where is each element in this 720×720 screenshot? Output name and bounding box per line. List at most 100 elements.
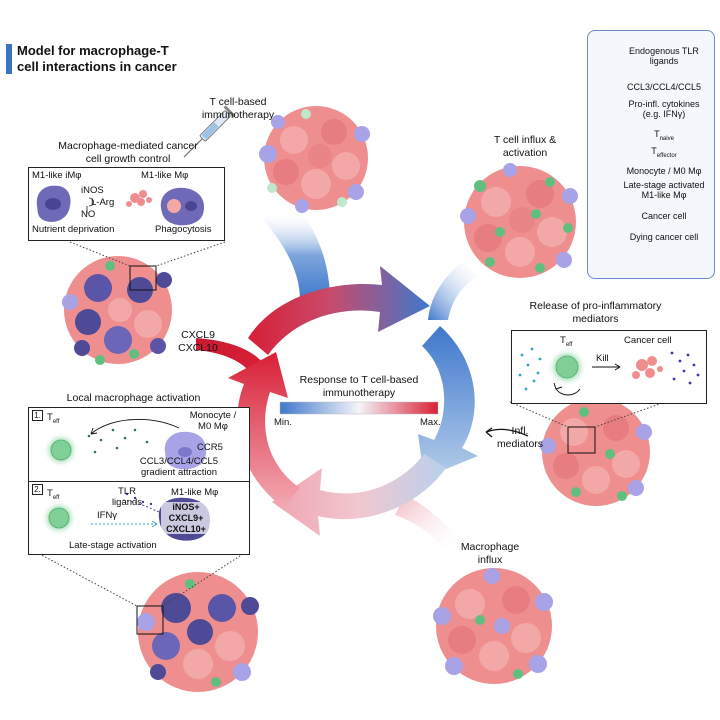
local-marker-cxcl9: CXCL9+: [161, 512, 211, 524]
legend-label-dying: Dying cancer cell: [629, 231, 699, 242]
label-infl-mediators-2: mediators: [496, 437, 544, 450]
local-step2-badge: 2.: [32, 484, 43, 495]
inflow-arrow-macrophage-influx: [395, 495, 460, 550]
release-kill-label: Kill: [596, 353, 609, 364]
local-marker-inos: iNOS+: [161, 502, 211, 513]
local-box-divider: [29, 481, 249, 483]
legend-item-ccl: CCL3/CCL4/CCL5: [590, 76, 712, 98]
zoom-square-growth: [129, 265, 157, 291]
label-cxcl: CXCL9 CXCL10: [176, 329, 220, 354]
local-tlr-label-1: TLR: [118, 486, 136, 497]
growth-control-illustration: [36, 185, 205, 226]
release-illustration: [518, 347, 700, 396]
local-monocyte-label-1: Monocyte /: [189, 410, 237, 421]
label-t-cell-influx-1: T cell influx &: [493, 134, 557, 146]
legend-label-cancer: Cancer cell: [641, 210, 687, 221]
zoom-square-local: [136, 605, 164, 635]
response-max-label: Max.: [420, 417, 441, 428]
local-gradient-label-1: CCL3/CCL4/CCL5: [139, 456, 219, 467]
legend-item-t-effector: Teffector: [590, 142, 712, 164]
response-title-1: Response to T cell-based: [299, 374, 419, 386]
local-step1-badge: 1.: [32, 410, 43, 421]
local-step1-number: 1.: [32, 410, 43, 421]
tumor-release: [540, 398, 652, 506]
response-title: Response to T cell-based immunotherapy: [278, 374, 440, 399]
local-late-label: Late-stage activation: [69, 540, 157, 551]
cycle-arrow-right: [418, 326, 478, 478]
dying-cancer-cell-box-icon: [632, 356, 663, 379]
legend-item-monocyte: Monocyte / M0 Mφ: [590, 160, 712, 182]
legend-label-t-naive-sub: naive: [659, 135, 674, 142]
figure-title: Model for macrophage-T cell interactions…: [17, 43, 177, 76]
local-monocyte-label-2: M0 Mφ: [198, 421, 228, 433]
release-teff-sub: eff: [565, 341, 573, 348]
tumor-local-activation: [137, 572, 259, 692]
label-local-activation: Local macrophage activation: [66, 392, 201, 404]
legend-label-cytokines-2: (e.g. IFNγ): [642, 109, 686, 119]
local-gradient-label-2: gradient attraction: [140, 467, 218, 479]
local-step2-number: 2.: [32, 484, 43, 495]
local-monocyte-label: Monocyte / M0 Mφ: [179, 410, 247, 433]
tumor-macrophage-influx: [433, 568, 553, 684]
legend-label-t-effector-sub: effector: [656, 152, 677, 159]
response-min-label: Min.: [274, 417, 292, 428]
inflow-arrow-cxcl: [196, 338, 262, 372]
label-infl-mediators: Infl. mediators: [490, 425, 550, 450]
chemokine-gradient-dots: [87, 428, 149, 454]
legend-item-cancer: Cancer cell: [590, 205, 712, 227]
label-cxcl10: CXCL10: [178, 341, 218, 354]
growth-m1-right-label: M1-like Mφ: [141, 170, 189, 181]
growth-nutrient-label: Nutrient deprivation: [32, 224, 115, 235]
legend-label-m1-2: M1-like Mφ: [641, 190, 687, 200]
response-title-2: immunotherapy: [322, 386, 396, 399]
local-gradient-label: CCL3/CCL4/CCL5 gradient attraction: [119, 456, 239, 479]
growth-larg-label: L-Arg: [91, 197, 115, 208]
label-macrophage-influx-2: influx: [477, 553, 503, 566]
legend-label-tlr-2: ligands: [649, 56, 679, 66]
local-teff1-main: T: [47, 412, 53, 423]
local-tlr-label-2: ligands: [111, 497, 143, 509]
growth-phago-label: Phagocytosis: [155, 224, 212, 235]
label-growth-control: Macrophage-mediated cancer cell growth c…: [28, 140, 228, 165]
legend-label-cytokines-1: Pro-infl. cytokines: [628, 98, 700, 109]
zoom-square-release: [567, 426, 596, 454]
label-release: Release of pro-inflammatory mediators: [508, 300, 683, 325]
release-box: Teff Kill Cancer cell: [511, 330, 707, 404]
growth-inos-label: iNOS: [81, 185, 104, 196]
infl-mediators-arrow: [485, 428, 529, 437]
inflow-arrow-t-cell-influx: [428, 262, 480, 320]
label-macrophage-influx-1: Macrophage: [460, 541, 520, 553]
phagocytic-macrophage-icon: [160, 187, 205, 226]
label-growth-control-1: Macrophage-mediated cancer: [58, 140, 198, 152]
local-teff2-sub: eff: [52, 494, 60, 501]
phagocytosed-cancer-cell-icon: [126, 190, 152, 207]
tumor-growth-control: [62, 256, 172, 365]
legend-label-ccl: CCL3/CCL4/CCL5: [626, 81, 702, 92]
legend-label-tlr-1: Endogenous TLR: [629, 45, 699, 56]
legend-item-dying: Dying cancer cell: [590, 226, 712, 248]
label-immunotherapy-2: immunotherapy: [201, 108, 275, 121]
cycle-arrow-top: [248, 266, 430, 355]
local-markers-label: iNOS+ CXCL9+ CXCL10+: [161, 502, 211, 535]
local-marker-cxcl10: CXCL10+: [161, 523, 211, 535]
local-ccr5-label: CCR5: [197, 442, 223, 453]
release-teff-main: T: [560, 335, 566, 346]
local-teff2-label: Teff: [47, 488, 59, 502]
syringe-icon: [183, 105, 236, 158]
label-macrophage-influx: Macrophage influx: [450, 541, 530, 566]
label-immunotherapy: T cell-based immunotherapy: [188, 96, 288, 121]
label-immunotherapy-1: T cell-based: [209, 96, 267, 108]
label-release-2: mediators: [572, 312, 619, 325]
cycle-arrow-left: [228, 352, 300, 508]
label-release-1: Release of pro-inflammatory: [529, 300, 662, 312]
local-teff1-sub: eff: [52, 418, 60, 425]
legend-label-m1-1: Late-stage activated: [623, 179, 705, 190]
tlr-ligand-dots: [125, 492, 153, 506]
legend-label-t-naive: T: [654, 129, 660, 140]
legend-item-t-naive: Tnaive: [590, 125, 712, 147]
growth-control-box: M1-like iMφ M1-like Mφ iNOS L-Arg NO Nut…: [28, 167, 225, 241]
